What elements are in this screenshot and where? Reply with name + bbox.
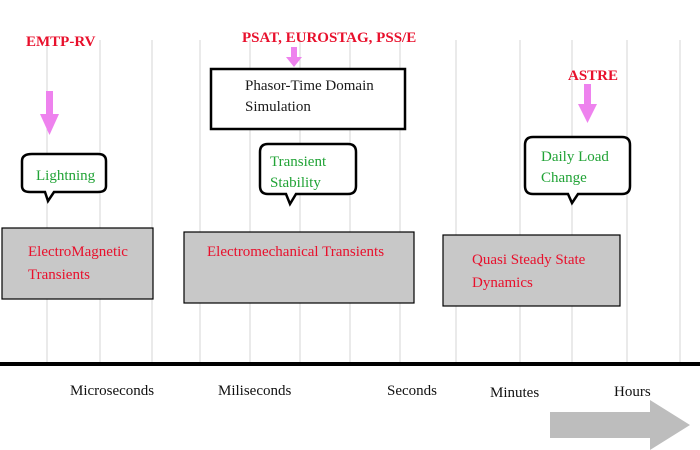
- lightning-bubble: [20, 152, 108, 204]
- emtp-arrow-icon: [40, 91, 59, 135]
- daily-load-change-bubble: [523, 135, 632, 206]
- electromagnetic-band: [1, 227, 154, 300]
- daily-load-change-label: Daily Load Change: [541, 149, 609, 186]
- tool-label-phasor: PSAT, EUROSTAG, PSS/E: [242, 30, 417, 46]
- electromechanical-label: Electromechanical Transients: [207, 244, 385, 260]
- axis-label-miliseconds: Miliseconds: [218, 383, 292, 399]
- time-direction-arrow-icon: [550, 400, 690, 450]
- tool-label-astre: ASTRE: [568, 68, 619, 84]
- quasi-steady-state-label: Quasi Steady State Dynamics: [472, 252, 586, 291]
- phasor-arrow-icon: [286, 47, 302, 67]
- axis-label-microseconds: Microseconds: [70, 383, 155, 399]
- transient-stability-bubble: [258, 142, 358, 207]
- axis-label-seconds: Seconds: [387, 383, 437, 399]
- axis-label-minutes: Minutes: [490, 385, 540, 401]
- simulation-box-label: Phasor-Time Domain Simulation: [245, 78, 374, 115]
- electromechanical-band: [183, 231, 415, 304]
- quasi-steady-state-band: [442, 234, 621, 307]
- lightning-label: Lightning: [36, 168, 96, 184]
- tool-label-emtp: EMTP-RV: [26, 34, 96, 50]
- electromagnetic-label: ElectroMagnetic Transients: [28, 244, 128, 283]
- axis-label-hours: Hours: [614, 384, 651, 400]
- transient-stability-label: Transient Stability: [270, 154, 327, 191]
- simulation-box: [209, 67, 407, 131]
- astre-arrow-icon: [578, 84, 597, 123]
